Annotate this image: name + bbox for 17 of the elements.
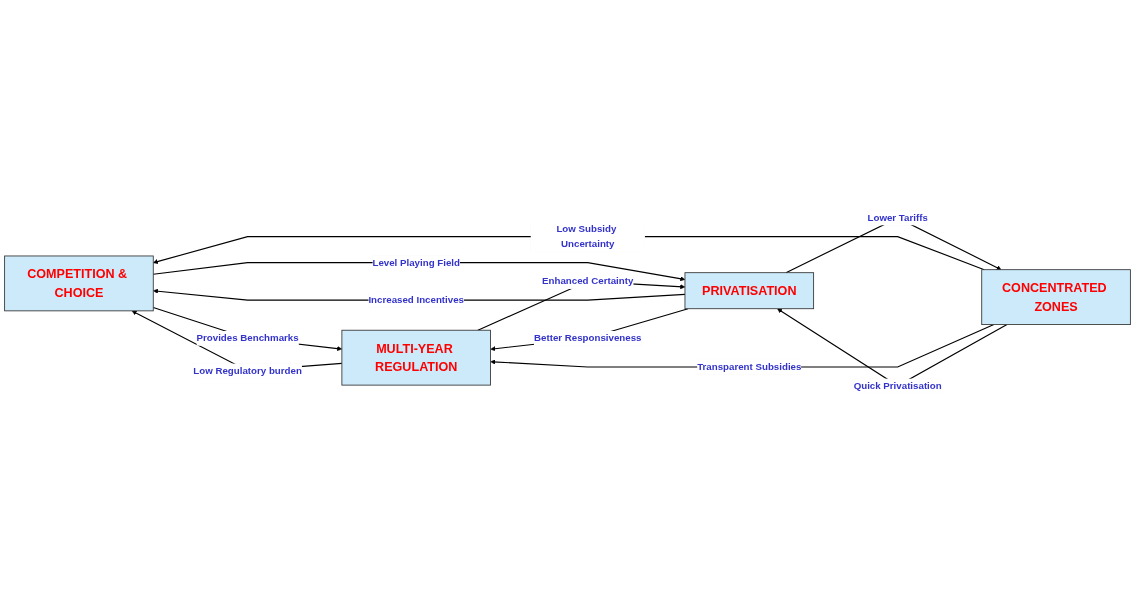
arrow — [490, 308, 689, 352]
node-box: COMPETITION & CHOICE — [4, 255, 154, 312]
edge-label: Enhanced Certainty — [542, 275, 634, 287]
edge-label: Quick Privatisation — [853, 380, 942, 392]
edge-label: Transparent Subsidies — [697, 361, 802, 373]
node-box: PRIVATISATION — [684, 272, 815, 310]
edge-label: Better Responsiveness — [534, 332, 642, 344]
arrow — [490, 324, 995, 368]
edge-label: Low Regulatory burden — [193, 365, 302, 377]
node-box: MULTI-YEAR REGULATION — [341, 330, 491, 386]
edge-label: Increased Incentives — [368, 294, 465, 306]
edge-label: Low Subsidy Uncertainty — [556, 223, 617, 250]
node-box: CONCENTRATED ZONES — [981, 269, 1131, 326]
edge-label: Lower Tariffs — [867, 212, 928, 224]
edge-label: Provides Benchmarks — [196, 332, 299, 344]
edge-label: Level Playing Field — [372, 257, 460, 269]
arrow — [152, 307, 343, 352]
